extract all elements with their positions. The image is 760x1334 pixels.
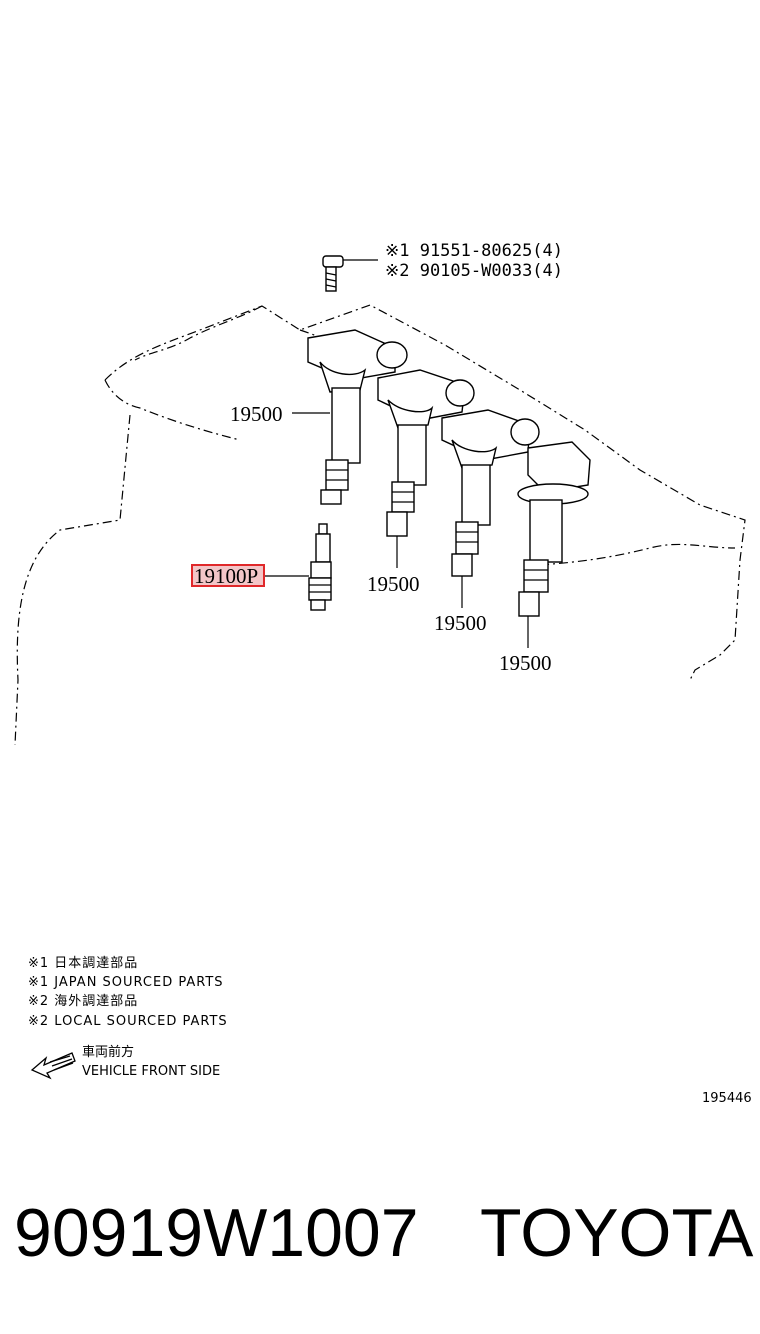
spark-plug-highlight-box	[191, 564, 265, 587]
bolt-local-callout[interactable]: ※2 90105-W0033(4)	[385, 261, 563, 281]
engine-outline	[14, 304, 746, 746]
legend-line-4: ※2 LOCAL SOURCED PARTS	[28, 1014, 228, 1029]
legend-line-1: ※1 日本調達部品	[28, 956, 138, 971]
footer-brand: TOYOTA	[480, 1195, 754, 1271]
bolt-part[interactable]	[322, 255, 344, 292]
legend-line-3: ※2 海外調達部品	[28, 994, 138, 1009]
ignition-coil-3[interactable]	[441, 409, 540, 577]
bolt-japan-callout[interactable]: ※1 91551-80625(4)	[385, 241, 563, 261]
ignition-coil-1[interactable]	[307, 329, 408, 505]
ignition-coil-4[interactable]	[517, 441, 591, 617]
ignition-coil-2[interactable]	[377, 369, 475, 537]
direction-jp: 車両前方	[82, 1044, 134, 1060]
spark-plug-part[interactable]	[308, 523, 332, 611]
legend: ※1 日本調達部品 ※1 JAPAN SOURCED PARTS ※2 海外調達…	[28, 956, 228, 1029]
diagram-code: 195446	[702, 1091, 752, 1106]
direction-en: VEHICLE FRONT SIDE	[82, 1064, 220, 1079]
coil-4-callout[interactable]: 19500	[499, 651, 552, 675]
coil-2-callout[interactable]: 19500	[367, 572, 420, 596]
coil-1-callout[interactable]: 19500	[230, 402, 283, 426]
footer-part-number: 90919W1007	[14, 1195, 419, 1271]
arrow-left-icon	[30, 1052, 76, 1080]
coil-3-callout[interactable]: 19500	[434, 611, 487, 635]
spark-plug-callout[interactable]: 19100P	[194, 564, 258, 588]
legend-line-2: ※1 JAPAN SOURCED PARTS	[28, 975, 224, 990]
